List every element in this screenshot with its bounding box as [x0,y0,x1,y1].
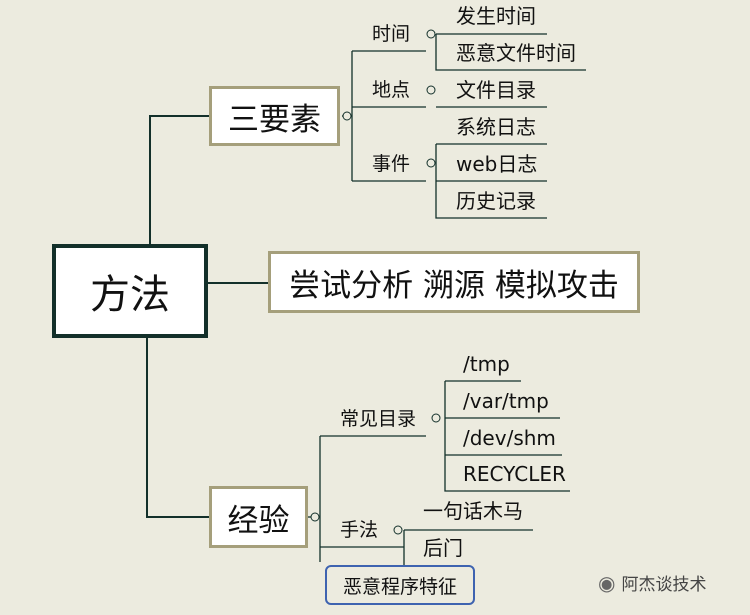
group-label-event[interactable]: 事件 [372,153,411,175]
leaf-node[interactable]: 系统日志 [456,115,536,139]
leaf-node[interactable]: /var/tmp [463,389,549,413]
leaf-node[interactable]: 历史记录 [456,189,536,213]
collapse-toggle-icon[interactable] [426,29,436,39]
leaf-node[interactable]: RECYCLER [463,462,566,486]
wechat-icon: ◉ [598,570,616,595]
group-label-techniques[interactable]: 手法 [340,519,379,541]
collapse-toggle-icon[interactable] [431,413,441,423]
branch-node-elements[interactable]: 三要素 [209,86,340,146]
leaf-node[interactable]: 发生时间 [456,4,536,28]
collapse-toggle-icon[interactable] [310,512,320,522]
watermark-text: 阿杰谈技术 [621,575,707,595]
leaf-node[interactable]: 恶意文件时间 [456,41,576,65]
collapse-toggle-icon[interactable] [426,85,436,95]
branch-node-approach[interactable]: 尝试分析 溯源 模拟攻击 [268,251,640,313]
leaf-node[interactable]: web日志 [456,152,538,176]
watermark: ◉ 阿杰谈技术 [598,570,707,596]
branch-node-experience[interactable]: 经验 [209,486,308,548]
group-label-directories[interactable]: 常见目录 [340,408,417,430]
root-node[interactable]: 方法 [52,244,208,338]
collapse-toggle-icon[interactable] [393,525,403,535]
collapse-toggle-icon[interactable] [342,111,352,121]
group-label-time[interactable]: 时间 [372,23,411,45]
leaf-node[interactable]: 文件目录 [456,78,536,102]
leaf-node[interactable]: /dev/shm [463,426,556,450]
leaf-node[interactable]: 后门 [423,536,463,560]
leaf-node[interactable]: 一句话木马 [423,499,523,523]
highlighted-node[interactable]: 恶意程序特征 [325,565,475,605]
leaf-node[interactable]: /tmp [463,352,510,376]
collapse-toggle-icon[interactable] [426,158,436,168]
group-label-place[interactable]: 地点 [372,79,411,101]
